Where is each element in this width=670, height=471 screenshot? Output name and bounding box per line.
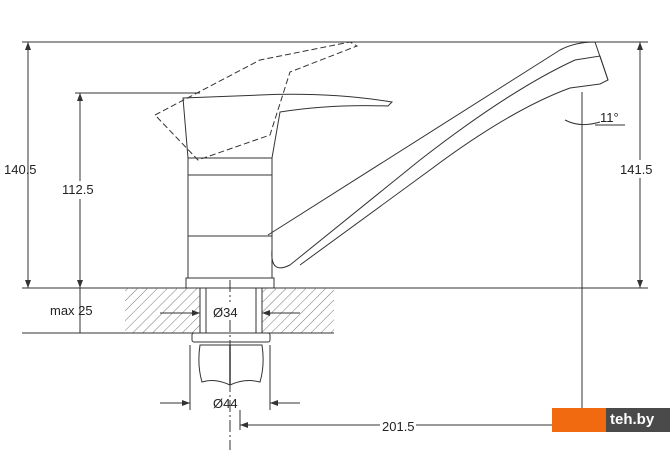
countertop-right	[262, 288, 334, 333]
handle	[182, 93, 394, 159]
label-angle-11: 11°	[600, 110, 619, 125]
label-141-5: 141.5	[620, 162, 653, 177]
label-max-25: max 25	[50, 303, 93, 318]
label-diameter-34: Ø34	[213, 305, 238, 320]
label-112-5: 112.5	[62, 182, 94, 197]
watermark-logo: teh.by	[552, 408, 670, 432]
countertop-left	[125, 288, 200, 333]
mounting-nut	[198, 344, 264, 386]
label-diameter-44: Ø44	[213, 396, 238, 411]
faucet-body	[187, 157, 273, 279]
watermark-text: teh.by	[606, 408, 670, 432]
label-201-5: 201.5	[382, 419, 415, 434]
spout	[271, 55, 609, 269]
handle-raised-position	[154, 41, 359, 161]
label-140-5: 140.5	[4, 162, 37, 177]
